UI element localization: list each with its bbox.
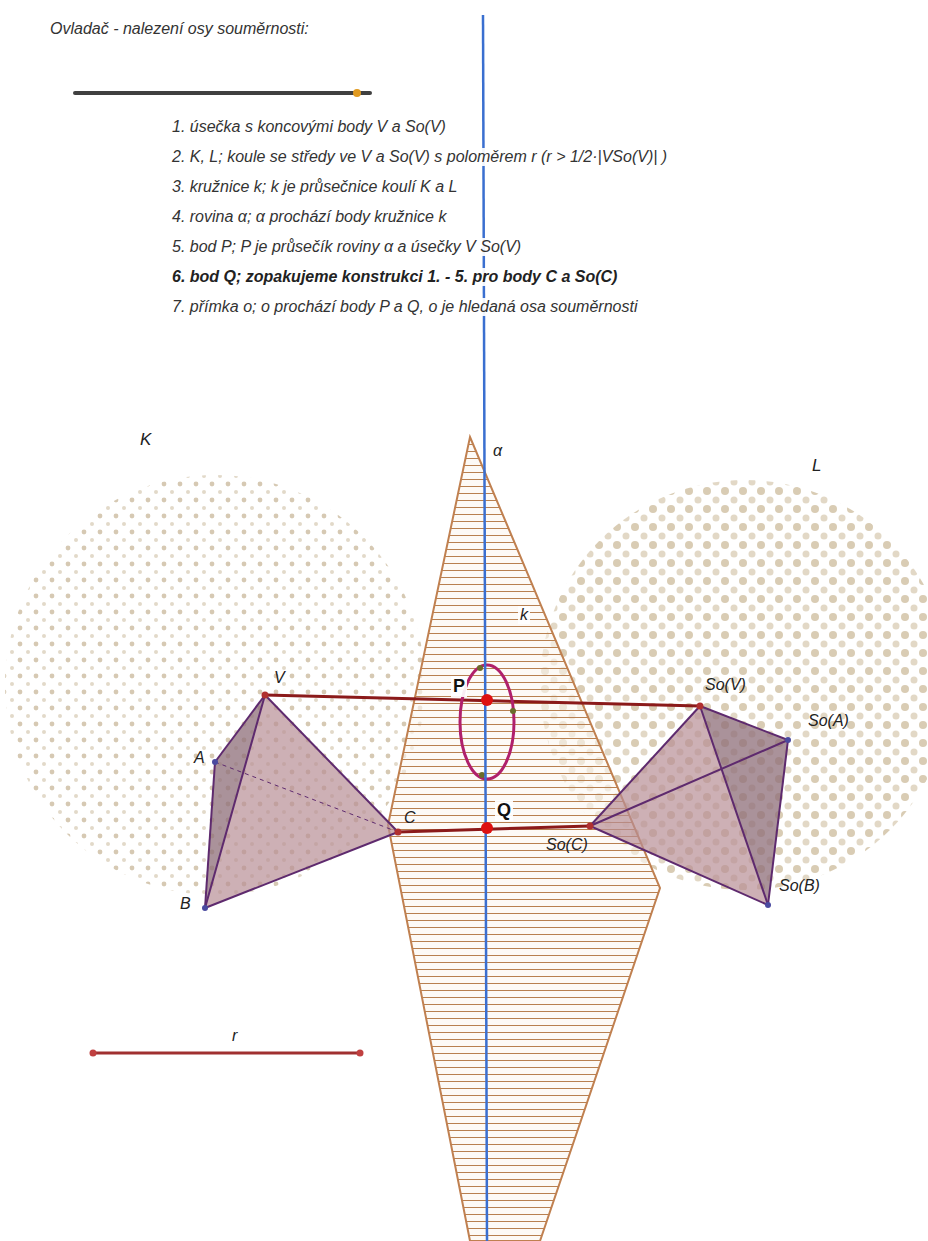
step-text: 2. K, L; koule se středy ve V a So(V) s … [170,148,669,166]
segment-c [398,826,590,832]
sphere-label: L [812,456,821,476]
segment-v [265,695,700,706]
step-text: 5. bod P; P je průsečík roviny α a úsečk… [170,238,523,256]
radius-segment [90,1050,364,1057]
point-label: So(B) [779,877,820,895]
sphere-label: K [140,430,151,450]
plane-label: α [491,442,504,460]
point-label: Q [495,800,513,821]
circle-label: k [518,606,530,624]
point-label: So(V) [705,676,746,694]
point-label: V [274,669,285,687]
circle-k [460,665,514,779]
step-text: 7. přímka o; o prochází body P a Q, o je… [170,298,639,316]
point-label: So(A) [808,712,849,730]
point-label: P [451,676,467,697]
slider-title: Ovladač - nalezení osy souměrnosti: [50,20,309,38]
point-label: A [194,749,205,767]
axis-o [483,15,487,1241]
points [202,692,791,912]
step-text: 3. kružnice k; k je průsečnice koulí K a… [170,178,459,196]
step-text: 6. bod Q; zopakujeme konstrukci 1. - 5. … [170,268,619,286]
point-label: B [180,895,191,913]
step-text: 1. úsečka s koncovými body V a So(V) [170,118,448,136]
slider [75,89,370,97]
step-text: 4. rovina α; α prochází body kružnice k [170,208,448,226]
pyramid-right [590,706,788,905]
point-label: So(C) [546,836,588,854]
point-label: C [404,809,416,827]
radius-label: r [232,1027,237,1045]
pyramid-left [205,695,398,908]
